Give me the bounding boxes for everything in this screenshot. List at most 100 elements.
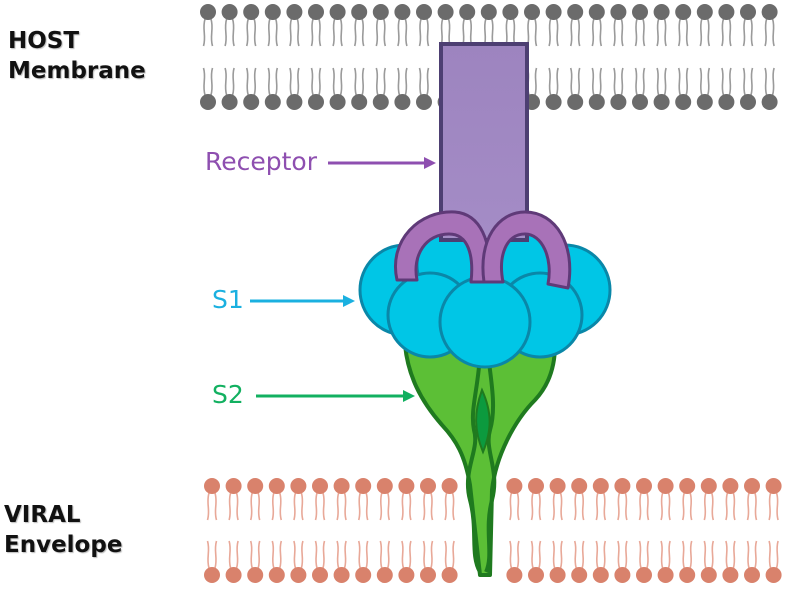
lipid-head [200, 4, 216, 20]
lipid-tail [530, 540, 534, 569]
lipid-tail [552, 540, 556, 569]
host-membrane-label: HOST Membrane [8, 26, 146, 86]
receptor [394, 42, 572, 290]
lipid-tail [404, 67, 408, 96]
lipid-head [765, 478, 782, 494]
s1-subunit [358, 225, 612, 369]
lipid-tail [228, 492, 232, 521]
lipid-tail [318, 18, 322, 47]
lipid-tail [451, 492, 455, 521]
lipid-tail [401, 540, 405, 569]
lipid-tail [426, 67, 430, 96]
lipid-tail [732, 540, 736, 569]
lipid-head [765, 567, 782, 583]
lipid-head [722, 567, 739, 583]
lipid-head [376, 567, 393, 583]
lipid-tail [357, 540, 361, 569]
lipid-tail [646, 492, 650, 521]
lipid-head [480, 4, 497, 20]
lipid-head [441, 478, 458, 494]
lipid-head [571, 478, 588, 494]
lipid-tail [581, 492, 585, 521]
lipid-tail [332, 67, 336, 96]
lipid-tail [516, 540, 520, 569]
receptor-body [439, 42, 529, 242]
lipid-head [351, 4, 368, 20]
lipid-tail [387, 540, 391, 569]
lipid-head [204, 478, 220, 494]
lipid-head [700, 478, 717, 494]
lipid-head [441, 567, 458, 583]
lipid-head [761, 4, 778, 20]
lipid-head [420, 478, 436, 494]
lipid-tail [555, 67, 559, 96]
lipid-tail [214, 540, 218, 569]
lipid-tail [538, 492, 542, 521]
lipid-head [312, 478, 328, 494]
lipid-tail [418, 67, 422, 96]
lipid-tail [559, 540, 563, 569]
lipid-head [394, 94, 411, 110]
lipid-tail [577, 67, 581, 96]
lipid-head [459, 4, 476, 20]
lipid-tail [721, 18, 725, 47]
receptor-arrowhead [424, 157, 436, 169]
host-membrane-bilayer [200, 4, 778, 110]
lipid-tail [725, 540, 729, 569]
lipid-tail [534, 67, 538, 96]
lipid-tail [451, 540, 455, 569]
lipid-tail [440, 18, 444, 47]
lipid-tail [512, 18, 516, 47]
lipid-tail [210, 18, 214, 47]
lipid-head [308, 4, 324, 20]
lipid-tail [677, 18, 681, 47]
lipid-tail [660, 492, 664, 521]
lipid-tail [534, 18, 538, 47]
lipid-tail [245, 67, 249, 96]
lipid-head [355, 567, 372, 583]
lipid-tail [430, 492, 434, 521]
s2-body [403, 343, 557, 577]
lipid-tail [581, 540, 585, 569]
lipid-tail [617, 492, 621, 521]
lipid-tail [685, 18, 689, 47]
lipid-head [398, 478, 415, 494]
lipid-head [264, 4, 281, 20]
lipid-tail [339, 18, 343, 47]
lipid-tail [375, 18, 379, 47]
lipid-tail [397, 18, 401, 47]
lipid-tail [689, 540, 693, 569]
lipid-tail [408, 540, 412, 569]
lipid-head [588, 94, 605, 110]
lipid-tail [732, 492, 736, 521]
lipid-tail [210, 67, 214, 96]
lipid-tail [771, 18, 775, 47]
lipid-tail [418, 18, 422, 47]
lipid-tail [775, 492, 779, 521]
lipid-tail [617, 540, 621, 569]
lipid-head [696, 94, 713, 110]
lipid-tail [296, 18, 300, 47]
lipid-head [225, 478, 242, 494]
lipid-tail [404, 18, 408, 47]
lipid-tail [516, 492, 520, 521]
lipid-head [744, 478, 760, 494]
lipid-tail [620, 18, 624, 47]
lipid-head [614, 478, 631, 494]
lipid-head [614, 567, 631, 583]
lipid-tail [289, 18, 293, 47]
lipid-tail [599, 18, 603, 47]
lipid-tail [357, 492, 361, 521]
lipid-tail [332, 18, 336, 47]
lipid-tail [202, 67, 206, 96]
lipid-head [761, 94, 778, 110]
lipid-head [247, 567, 264, 583]
lipid-head [243, 4, 260, 20]
lipid-tail [638, 492, 642, 521]
lipid-head [718, 94, 735, 110]
lipid-head [264, 94, 281, 110]
lipid-head [312, 567, 328, 583]
lipid-tail [742, 18, 746, 47]
callout-arrows [250, 157, 436, 402]
